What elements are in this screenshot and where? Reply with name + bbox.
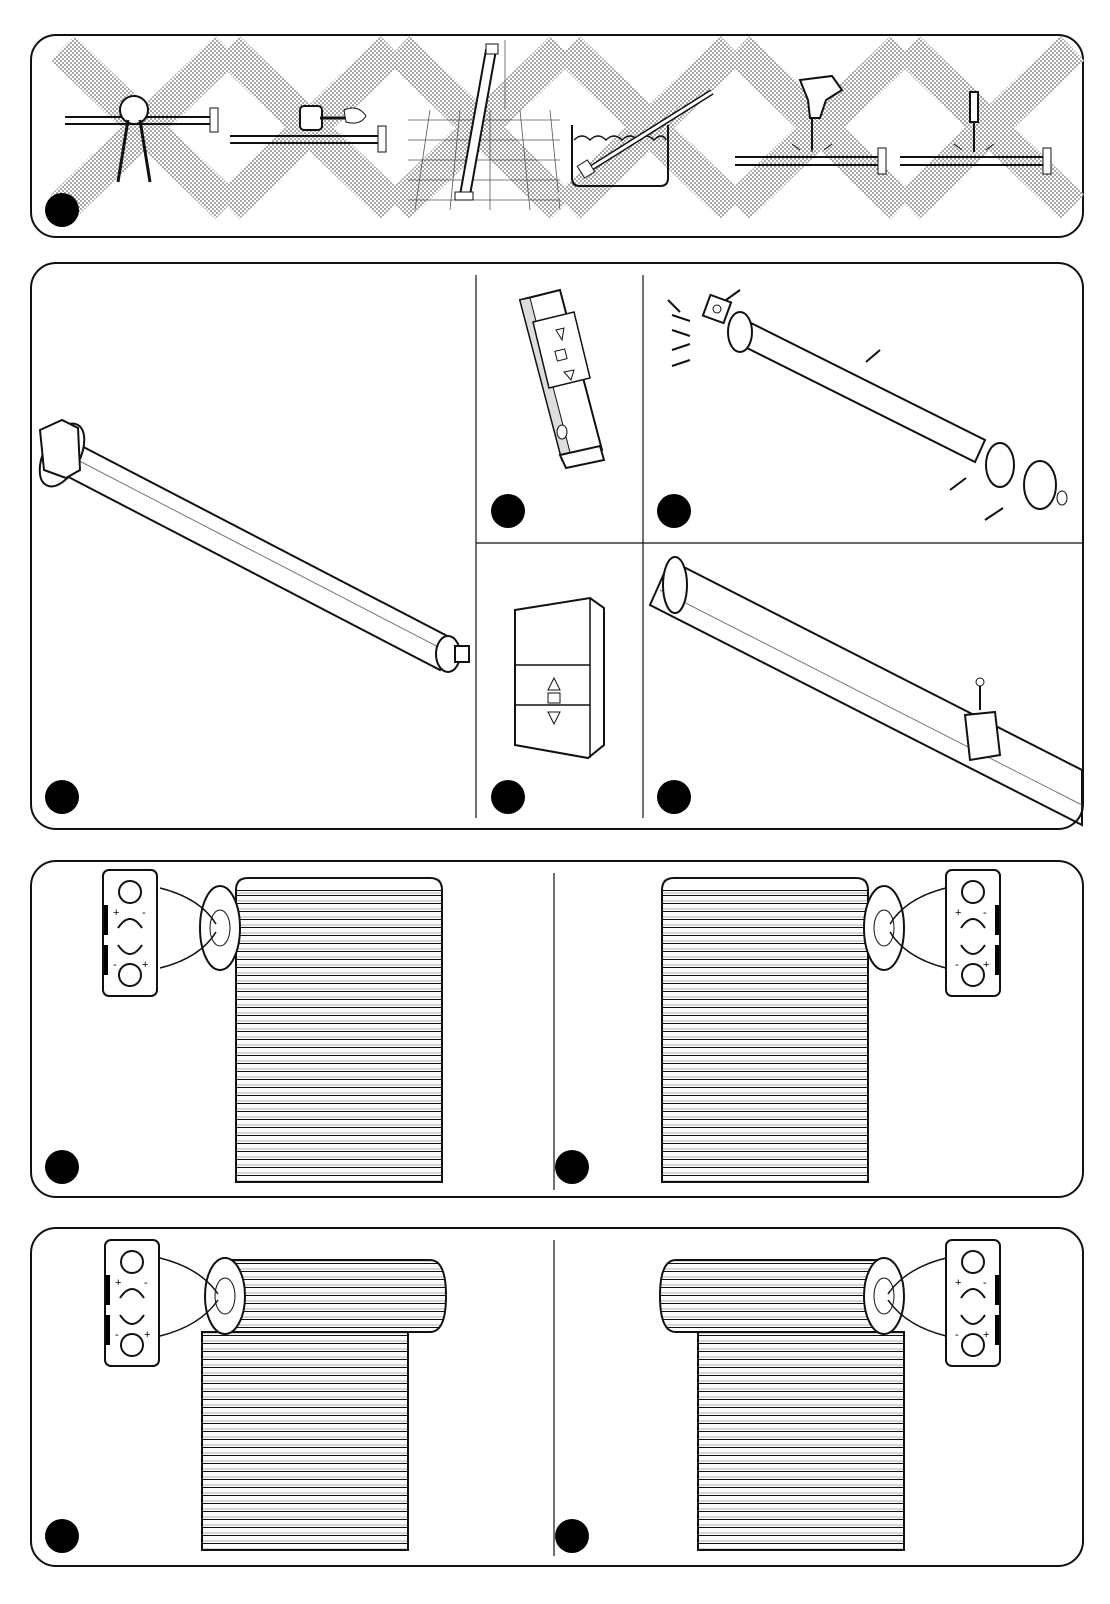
warning-crosses xyxy=(65,40,1060,210)
limit-switch-panel-row3 xyxy=(30,860,1084,1198)
warning-cross-drill xyxy=(735,60,890,195)
warning-cross-pliers xyxy=(65,60,218,195)
figure-badge-1 xyxy=(45,193,79,227)
warning-cross-water xyxy=(572,60,720,195)
limit-switch-panel-row4 xyxy=(30,1227,1084,1567)
components-panel xyxy=(30,262,1084,830)
warning-cross-drop xyxy=(408,40,560,210)
warning-cross-screwdriver xyxy=(900,60,1060,195)
warning-cross-hammer xyxy=(230,60,386,195)
